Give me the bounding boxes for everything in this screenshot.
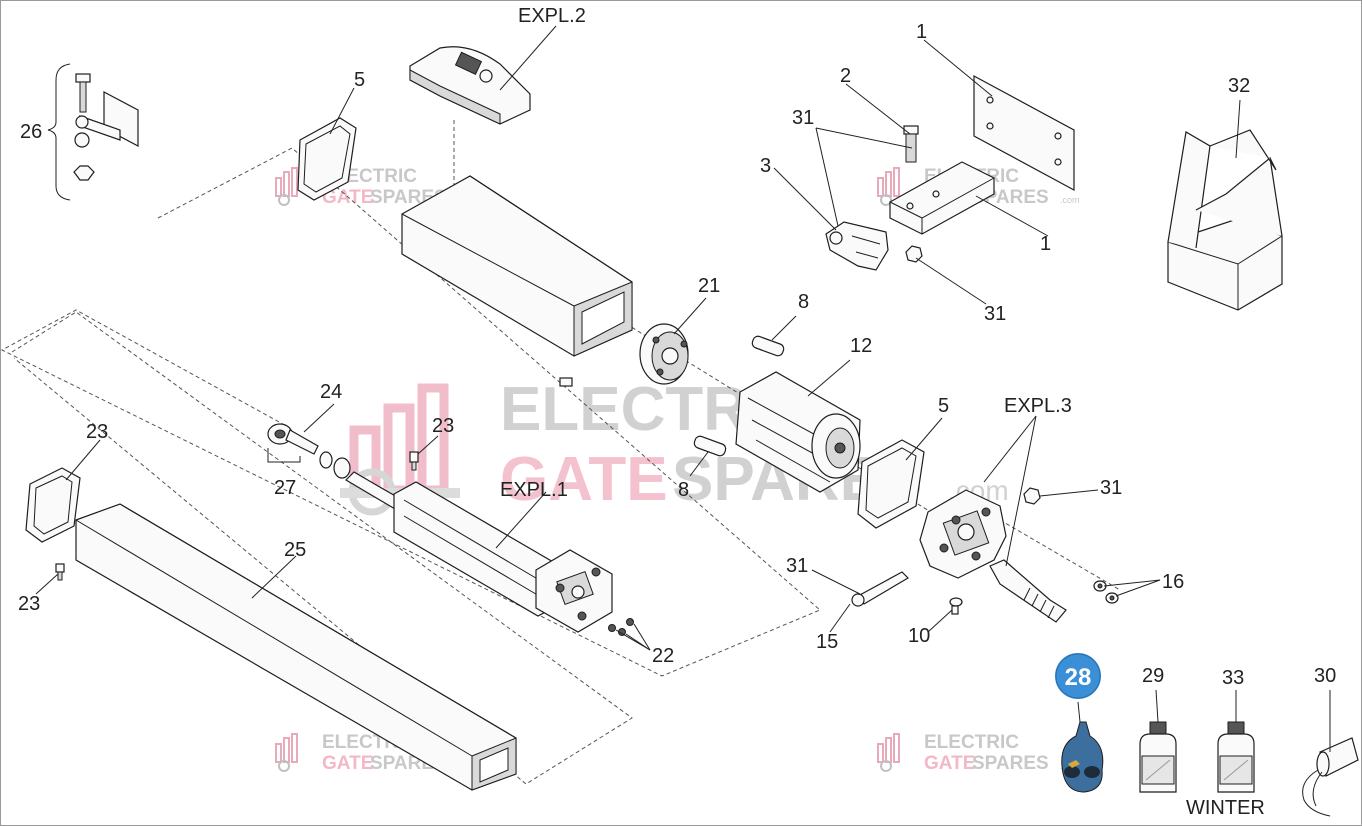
bolt-15 bbox=[851, 571, 909, 607]
label-part-25: 25 bbox=[284, 539, 306, 561]
label-expl1: EXPL.1 bbox=[500, 479, 568, 501]
gasket-5-right bbox=[857, 439, 925, 529]
oil-bottle-29 bbox=[1139, 721, 1177, 793]
washers-16 bbox=[1093, 580, 1119, 604]
screw-23-center bbox=[409, 451, 419, 471]
watermark-small-4: ELECTRIC GATE SPARES .com bbox=[877, 732, 1080, 774]
label-part-24: 24 bbox=[320, 381, 342, 403]
label-expl3: EXPL.3 bbox=[1004, 395, 1072, 417]
hydraulic-cylinder-expl1 bbox=[345, 471, 613, 633]
label-part-31: 31 bbox=[792, 107, 814, 129]
extrusion-25 bbox=[75, 503, 517, 791]
seal-kit-bag-28 bbox=[1061, 721, 1104, 793]
cover-plate-5-upper bbox=[297, 117, 357, 201]
bracket-assembly-26 bbox=[47, 63, 139, 201]
top-cover-expl2 bbox=[409, 46, 531, 125]
mounting-block-1 bbox=[889, 161, 995, 235]
end-cap-23 bbox=[25, 467, 81, 543]
oil-bottle-33 bbox=[1217, 721, 1255, 793]
capacitor-30 bbox=[1302, 737, 1359, 817]
label-part-5: 5 bbox=[938, 395, 949, 417]
label-part-5: 5 bbox=[354, 69, 365, 91]
label-part-15: 15 bbox=[816, 631, 838, 653]
label-part-8: 8 bbox=[678, 479, 689, 501]
label-part-3: 3 bbox=[760, 155, 771, 177]
dashed-outline-upper bbox=[0, 147, 821, 677]
nuts-22 bbox=[608, 618, 634, 636]
label-part-23: 23 bbox=[86, 421, 108, 443]
label-part-27: 27 bbox=[274, 477, 296, 499]
clevis-3 bbox=[825, 221, 889, 271]
watermark-text: ELECTRIC bbox=[924, 732, 1019, 753]
watermark-text: GATE bbox=[500, 445, 668, 514]
part-labels: EXPL.2 1 1 2 3 5 5 8 8 10 12 15 16 21 22… bbox=[18, 5, 1336, 819]
label-part-31: 31 bbox=[984, 303, 1006, 325]
label-part-10: 10 bbox=[908, 625, 930, 647]
label-expl2: EXPL.2 bbox=[518, 5, 586, 27]
motor-12 bbox=[735, 371, 861, 493]
label-part-23: 23 bbox=[432, 415, 454, 437]
label-part-1: 1 bbox=[1040, 233, 1051, 255]
label-part-22: 22 bbox=[652, 645, 674, 667]
item-badge-28: 28 bbox=[1053, 651, 1103, 701]
label-part-33: 33 bbox=[1222, 667, 1244, 689]
label-part-23: 23 bbox=[18, 593, 40, 615]
label-part-30: 30 bbox=[1314, 665, 1336, 687]
leader-lines bbox=[35, 25, 1331, 752]
label-part-12: 12 bbox=[850, 335, 872, 357]
dashed-axis-right bbox=[999, 519, 1121, 591]
rod-end-24 bbox=[267, 423, 351, 479]
key-small bbox=[559, 377, 573, 387]
label-part-31: 31 bbox=[1100, 477, 1122, 499]
watermark-text: GATE bbox=[322, 753, 373, 774]
bearing-hub-21 bbox=[639, 323, 689, 385]
screw-23-left bbox=[55, 563, 65, 581]
bracket-plate-1 bbox=[973, 74, 1075, 192]
label-part-31: 31 bbox=[786, 555, 808, 577]
key-8-upper bbox=[751, 335, 785, 357]
nut-31-top bbox=[905, 245, 923, 263]
watermark-text: GATE bbox=[322, 187, 373, 208]
packaging-box-32 bbox=[1167, 129, 1283, 311]
dashed-outline-lower bbox=[11, 311, 633, 785]
label-part-2: 2 bbox=[840, 65, 851, 87]
badge-label: 28 bbox=[1065, 664, 1092, 691]
label-part-32: 32 bbox=[1228, 75, 1250, 97]
label-part-1: 1 bbox=[916, 21, 927, 43]
motor-housing-tube bbox=[401, 175, 633, 387]
label-part-21: 21 bbox=[698, 275, 720, 297]
key-8-lower bbox=[693, 435, 727, 457]
pump-block-expl3 bbox=[919, 487, 1067, 623]
watermark-text: SPARES bbox=[972, 753, 1049, 774]
label-winter: WINTER bbox=[1186, 797, 1265, 819]
label-part-26: 26 bbox=[20, 121, 42, 143]
label-part-8: 8 bbox=[798, 291, 809, 313]
label-part-16: 16 bbox=[1162, 571, 1184, 593]
label-part-29: 29 bbox=[1142, 665, 1164, 687]
watermark-text: .com bbox=[1060, 195, 1080, 205]
washer-10 bbox=[949, 597, 963, 615]
watermark-text: GATE bbox=[924, 753, 975, 774]
